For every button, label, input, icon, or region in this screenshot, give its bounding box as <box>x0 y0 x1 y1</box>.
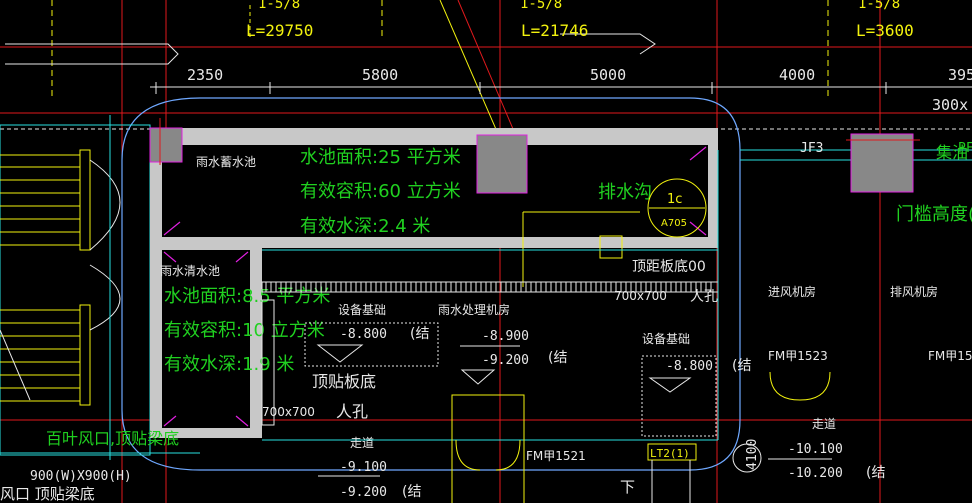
pf-tag: PF <box>958 141 972 156</box>
equip-base-2-elev: -8.800 <box>666 359 713 374</box>
walkway-right-label: 走道 <box>812 417 836 431</box>
stair-tag: LT2(1) <box>650 447 690 460</box>
threshold-label: 门槛高度( <box>896 204 972 225</box>
vertical-dim: 4100 <box>745 439 760 470</box>
stair-left <box>0 115 151 460</box>
down-label: 下 <box>620 478 635 496</box>
dim-395: 395 <box>948 66 972 84</box>
walkway-right-elev1: -10.100 <box>788 442 843 457</box>
upper-pool-name: 雨水蓄水池 <box>196 155 256 169</box>
manhole-2-label: 人孔 <box>336 402 368 421</box>
jf-tag: JF3 <box>800 141 823 156</box>
louver-notes: 百叶风口,顶贴梁底 900(W)X900(H) 风口 顶贴梁底 4100 <box>0 429 760 503</box>
walkway-right-note: (结 <box>866 465 885 481</box>
walkway-right-elev2: -10.200 <box>788 466 843 481</box>
dim-5800: 5800 <box>362 66 398 84</box>
dim-5000: 5000 <box>590 66 626 84</box>
walkway-left-label: 走道 <box>350 436 374 450</box>
louver-line3: 风口 顶贴梁底 <box>0 485 95 503</box>
manhole-1-label: 人孔 <box>690 289 718 305</box>
equip-base-2-label: 设备基础 <box>642 332 690 346</box>
fire-door-1521: FM甲1521 <box>526 449 586 463</box>
slope-label-left: 1-5/8 <box>258 0 300 12</box>
upper-pool-volume: 有效容积:60 立方米 <box>300 181 461 202</box>
ceiling-slab-1: 顶距板底00 <box>632 259 706 275</box>
dim-4000: 4000 <box>779 66 815 84</box>
detail-bubble-bottom: A705 <box>661 218 687 229</box>
intake-room-label: 进风机房 <box>768 284 816 299</box>
lower-pool-area: 水池面积:8.5 平方米 <box>164 286 330 307</box>
dimension-line: 2350 5800 5000 4000 395 300x <box>150 66 972 114</box>
lower-pool-depth: 有效水深:1.9 米 <box>164 354 294 375</box>
length-label-mid: L=21746 <box>521 21 588 40</box>
walkway-left-elev2: -9.200 <box>340 485 387 500</box>
length-label-left: L=29750 <box>246 21 313 40</box>
pool-walls <box>149 118 920 438</box>
rain-room-label: 雨水处理机房 <box>438 302 510 317</box>
sump-label: 集油 <box>936 143 968 162</box>
detail-bubble-top: 1c <box>667 192 682 207</box>
lower-pool-volume: 有效容积:10 立方米 <box>164 320 325 341</box>
rain-room-note: (结 <box>548 350 567 366</box>
top-labels: 1-5/8 1-5/8 1-5/8 L=29750 L=21746 L=3600 <box>246 0 914 40</box>
grate <box>261 150 719 441</box>
length-label-right: L=3600 <box>856 21 914 40</box>
louver-line1: 百叶风口,顶贴梁底 <box>46 429 179 448</box>
equip-base-2-note: (结 <box>732 358 751 374</box>
rain-room-elev1: -8.900 <box>482 329 529 344</box>
manhole-2-size: 700x700 <box>262 405 315 419</box>
equip-base-1-label: 设备基础 <box>338 303 386 317</box>
drain-label: 排水沟 <box>598 182 652 203</box>
walkway-left-note: (结 <box>402 484 421 500</box>
fire-door-1523: FM甲1523 <box>768 349 828 363</box>
rain-room-elev2: -9.200 <box>482 353 529 368</box>
louver-line2: 900(W)X900(H) <box>30 469 132 484</box>
fire-door-15: FM甲15 <box>928 349 972 363</box>
dim-2350: 2350 <box>187 66 223 84</box>
lower-pool-name: 雨水清水池 <box>160 264 220 278</box>
equip-base-1-note: (结 <box>410 326 429 342</box>
slope-label-right: 1-5/8 <box>858 0 900 12</box>
detail-bubble: 1c A705 <box>522 178 707 287</box>
dim-note-right: 300x <box>932 96 968 114</box>
equip-base-1-elev: -8.800 <box>340 327 387 342</box>
exhaust-room-label: 排风机房 <box>890 284 938 299</box>
upper-pool-area: 水池面积:25 平方米 <box>300 147 461 168</box>
doors: FM甲1521 FM甲1523 FM甲15 LT2(1) 下 <box>451 349 972 503</box>
manhole-1-size: 700x700 <box>614 289 667 303</box>
walkway-left-elev1: -9.100 <box>340 460 387 475</box>
room-labels: 顶距板底00 700x700 人孔 700x700 人孔 顶贴板底 设备基础 -… <box>262 141 972 500</box>
slope-label-mid: 1-5/8 <box>520 0 562 12</box>
ceiling-slab-2: 顶贴板底 <box>312 372 376 391</box>
upper-pool: 雨水蓄水池 水池面积:25 平方米 有效容积:60 立方米 有效水深:2.4 米… <box>196 147 652 237</box>
upper-pool-depth: 有效水深:2.4 米 <box>300 216 430 237</box>
